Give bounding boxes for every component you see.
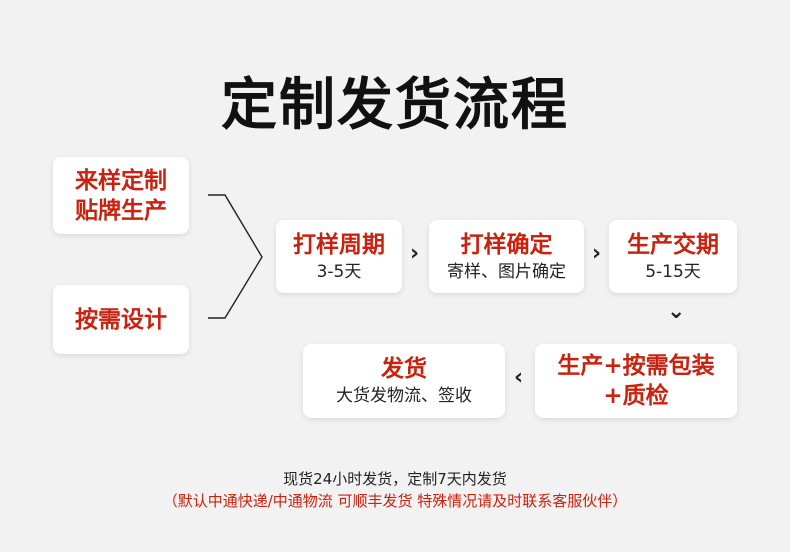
- arrow-right-icon: ›: [592, 241, 602, 266]
- source-sample-line1: 来样定制: [75, 167, 167, 194]
- step-shipping-title: 发货: [381, 356, 427, 382]
- step-card-sampling: 打样周期 3-5天: [276, 220, 402, 293]
- step-card-confirm: 打样确定 寄样、图片确定: [429, 220, 584, 293]
- arrow-left-icon: ‹: [514, 365, 524, 390]
- arrow-down-icon: ⌄: [667, 299, 686, 324]
- step-card-shipping: 发货 大货发物流、签收: [303, 344, 505, 418]
- step-card-production: 生产交期 5-15天: [609, 220, 737, 293]
- step-sampling-detail: 3-5天: [316, 261, 362, 282]
- source-design-label: 按需设计: [75, 306, 167, 333]
- step-packaging-line1: 生产+按需包装: [557, 353, 715, 379]
- footer-shipping-time: 现货24小时发货，定制7天内发货: [283, 470, 507, 488]
- source-card-sample: 来样定制 贴牌生产: [53, 157, 189, 234]
- step-packaging-line2: +质检: [603, 383, 669, 409]
- step-production-title: 生产交期: [627, 231, 719, 258]
- bracket-line: [208, 194, 263, 319]
- step-confirm-title: 打样确定: [460, 231, 553, 258]
- step-shipping-detail: 大货发物流、签收: [336, 386, 472, 406]
- page-title: 定制发货流程: [221, 73, 569, 138]
- step-card-packaging: 生产+按需包装 +质检: [535, 344, 737, 418]
- footer-courier-note: （默认中通快递/中通物流 可顺丰发货 特殊情况请及时联系客服伙伴）: [162, 492, 628, 510]
- step-confirm-detail: 寄样、图片确定: [447, 261, 566, 282]
- source-card-design: 按需设计: [53, 285, 189, 354]
- step-production-detail: 5-15天: [645, 261, 701, 282]
- source-sample-line2: 贴牌生产: [75, 197, 167, 224]
- arrow-right-icon: ›: [410, 241, 420, 266]
- step-sampling-title: 打样周期: [293, 231, 385, 258]
